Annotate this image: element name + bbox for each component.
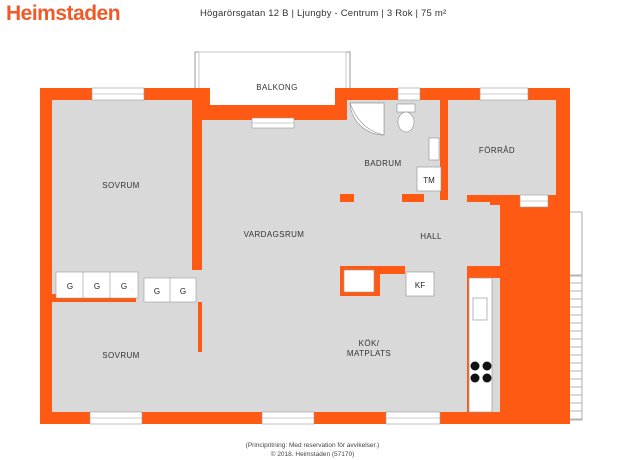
room-label-bathroom: BADRUM bbox=[364, 159, 401, 168]
washer-box bbox=[416, 166, 442, 192]
toilet-icon bbox=[396, 103, 416, 113]
wardrobe-label: G bbox=[121, 282, 127, 291]
property-title: Högarörsgatan 12 B | Ljungby - Centrum |… bbox=[200, 8, 447, 19]
wardrobe-label: G bbox=[180, 287, 186, 296]
wardrobe-label: G bbox=[154, 287, 160, 296]
wardrobe-label: G bbox=[67, 282, 73, 291]
sink-icon bbox=[428, 137, 440, 161]
footer-line-2: © 2018. Heimstaden (57170) bbox=[270, 451, 355, 458]
fridge-box bbox=[405, 271, 435, 297]
room-label-kitchen: KÖK/ bbox=[359, 339, 380, 348]
brand-logo: Heimstaden bbox=[6, 2, 121, 25]
footer-line-1: (Principritning: Med reservation för avv… bbox=[245, 442, 380, 449]
room-label-bedroom-bottom: SOVRUM bbox=[102, 351, 140, 360]
room-label-hall: HALL bbox=[420, 232, 442, 241]
fridge-label: KF bbox=[415, 281, 425, 290]
window-mullions bbox=[90, 93, 548, 419]
room-label-dining: MATPLATS bbox=[347, 349, 391, 358]
room-label-bedroom-top: SOVRUM bbox=[102, 181, 140, 190]
kitchen-fixtures: KF bbox=[343, 269, 493, 413]
room-label-storage: FÖRRÅD bbox=[479, 146, 515, 155]
room-label-balcony: BALKONG bbox=[256, 83, 297, 92]
footer-disclaimer: (Principritning: Med reservation för avv… bbox=[0, 441, 625, 459]
wardrobes: G G G G G bbox=[55, 271, 197, 303]
washer-label: TM bbox=[423, 176, 435, 185]
wardrobe-label: G bbox=[94, 282, 100, 291]
stove-icon bbox=[470, 361, 492, 383]
bathroom-fixtures: TM bbox=[349, 102, 442, 192]
room-label-living-room: VARDAGSRUM bbox=[244, 230, 305, 239]
